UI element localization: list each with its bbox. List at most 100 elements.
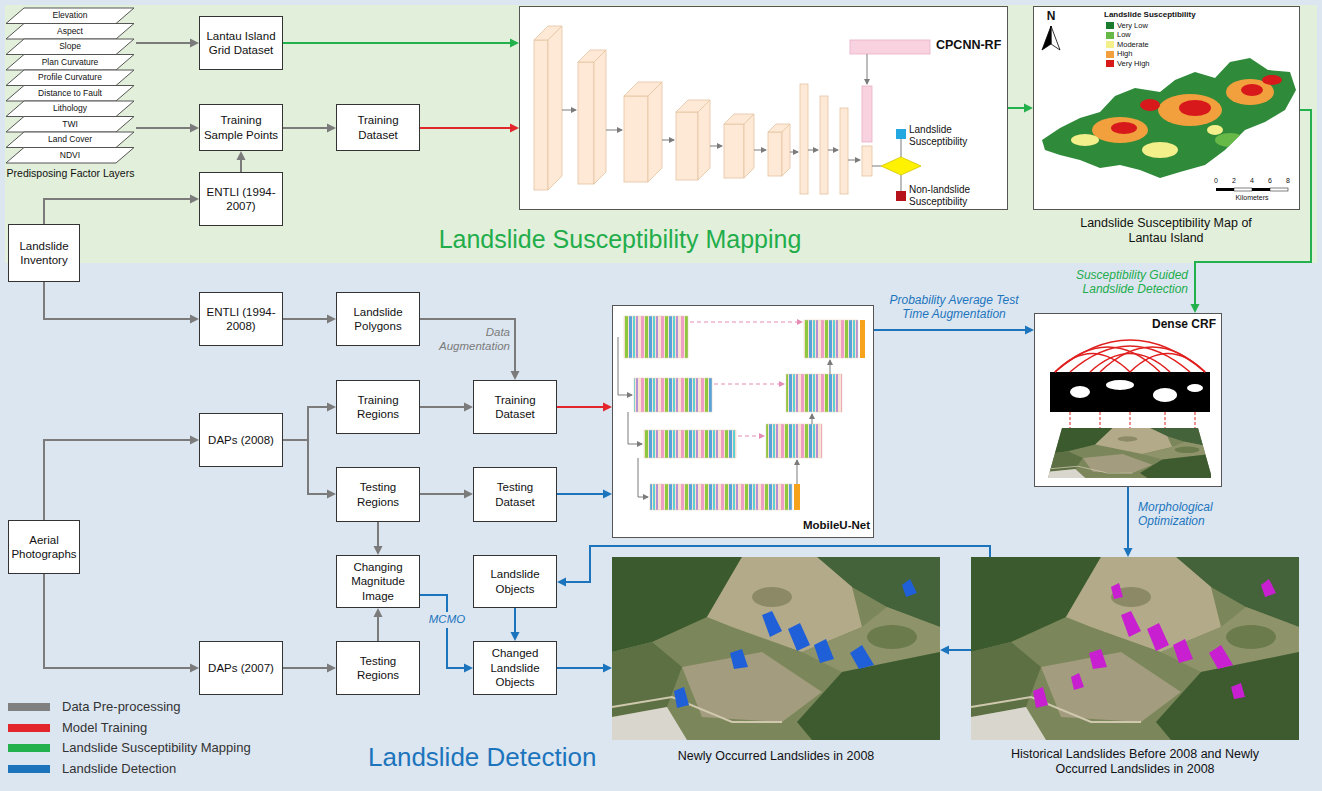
aerial-photo-history	[1209, 645, 1233, 669]
box-label: Testing Regions	[340, 654, 416, 683]
aerial-photo-new	[762, 611, 782, 637]
node-text: Land Cover	[8, 132, 132, 148]
legend-swatch	[8, 703, 50, 711]
connector	[940, 646, 971, 655]
map-illustration	[1033, 6, 1300, 210]
connector-line	[1008, 107, 1026, 109]
arrow-head	[327, 490, 336, 499]
box-label: Aerial Photographs	[11, 533, 76, 562]
process-box: Training Dataset	[473, 380, 557, 434]
node-text: Lithology	[8, 101, 132, 117]
aerial-photo-new	[788, 623, 810, 651]
node-text: MobileU-Net	[790, 519, 870, 533]
cnn-illustration	[698, 100, 710, 180]
process-box: Aerial Photographs	[8, 520, 80, 574]
node-text: NDVI	[8, 148, 132, 164]
connector-line	[557, 406, 605, 408]
unet-illustration	[650, 484, 792, 510]
aerial-photo-history	[1111, 583, 1123, 599]
legend-text: Very Low	[1117, 21, 1148, 30]
unet-illustration	[690, 322, 802, 323]
arrow-head	[1025, 326, 1034, 335]
arrow-head	[327, 315, 336, 324]
cnn-illustration	[867, 54, 868, 84]
box-label: Testing Dataset	[477, 480, 553, 509]
arrow-head	[557, 578, 566, 587]
crf-illustration	[1070, 386, 1090, 398]
cnn-illustration	[901, 175, 902, 191]
box-label: ENTLI (1994-2008)	[203, 305, 279, 334]
factor-layers	[6, 70, 134, 86]
factor-layers	[6, 117, 134, 133]
aerial-photo-history	[1033, 579, 1276, 708]
legend-text: Low	[1117, 30, 1131, 39]
edge-label: Data Augmentation	[430, 326, 510, 354]
node-text: Newly Occurred Landslides in 2008	[612, 749, 940, 764]
cnn-illustration	[862, 146, 872, 176]
connector	[420, 595, 473, 673]
connector	[283, 39, 519, 48]
connector	[1124, 487, 1133, 557]
network-panel: CPCNN-RFLandslide SusceptibilityNon-land…	[519, 6, 1008, 210]
arrow-head	[190, 39, 199, 48]
process-box: Training Regions	[336, 380, 420, 434]
arrow-head	[190, 315, 199, 324]
cnn-illustration	[744, 114, 754, 178]
connector-line	[283, 318, 329, 320]
legend-swatch	[1106, 41, 1114, 48]
unet-illustration	[766, 424, 822, 458]
connector	[374, 522, 383, 555]
factor-layers	[6, 24, 134, 40]
unet-illustration	[638, 458, 648, 497]
connector-line	[44, 440, 192, 520]
cnn-illustration	[840, 108, 848, 194]
section-title: Landslide Detection	[368, 742, 596, 773]
unet-illustration	[738, 436, 764, 437]
unet-illustration	[794, 484, 800, 510]
aerial-photo-history	[971, 557, 1299, 740]
cnn-illustration	[754, 150, 766, 151]
process-box: Testing Regions	[336, 467, 420, 522]
connector	[557, 664, 612, 673]
legend-swatch	[8, 765, 50, 773]
arrow-head	[1024, 104, 1033, 113]
legend-swatch	[1106, 22, 1114, 29]
unet-illustration	[812, 414, 813, 424]
cnn-illustration	[800, 84, 808, 194]
process-box: Landslide Objects	[473, 555, 557, 608]
cnn-illustration	[896, 129, 906, 139]
connector-line	[420, 595, 466, 668]
crf-illustration	[1195, 412, 1196, 428]
arrow-head	[510, 124, 519, 133]
arrow-head	[190, 436, 199, 445]
arrow-head	[464, 403, 473, 412]
connector	[420, 403, 473, 412]
process-box: Changed Landslide Objects	[473, 641, 557, 695]
map-illustration	[1215, 133, 1245, 147]
box-label: Landslide Objects	[477, 567, 553, 596]
connector-line	[564, 546, 990, 582]
connector-line	[1127, 487, 1129, 550]
node-text: Slope	[8, 39, 132, 55]
connector-line	[136, 42, 192, 44]
map-illustration	[1140, 99, 1160, 111]
connector	[44, 195, 199, 225]
cnn-illustration	[519, 6, 1008, 210]
arrow-head	[603, 403, 612, 412]
connector-line	[514, 608, 516, 634]
cnn-illustration	[548, 26, 562, 190]
arrow-head	[190, 124, 199, 133]
node-text: Distance to Fault	[8, 86, 132, 102]
connector	[283, 124, 336, 133]
unet-illustration	[797, 460, 798, 484]
map-illustration	[1092, 117, 1148, 143]
map-illustration	[1142, 142, 1178, 158]
cnn-illustration	[848, 160, 860, 161]
map-illustration	[1262, 75, 1282, 85]
process-box: DAPs (2008)	[199, 413, 283, 467]
connector	[511, 608, 520, 641]
legend-swatch	[8, 724, 50, 732]
aerial-photo: Newly Occurred Landslides in 2008	[612, 557, 940, 740]
connector	[557, 546, 990, 587]
legend-swatch	[1106, 60, 1114, 67]
